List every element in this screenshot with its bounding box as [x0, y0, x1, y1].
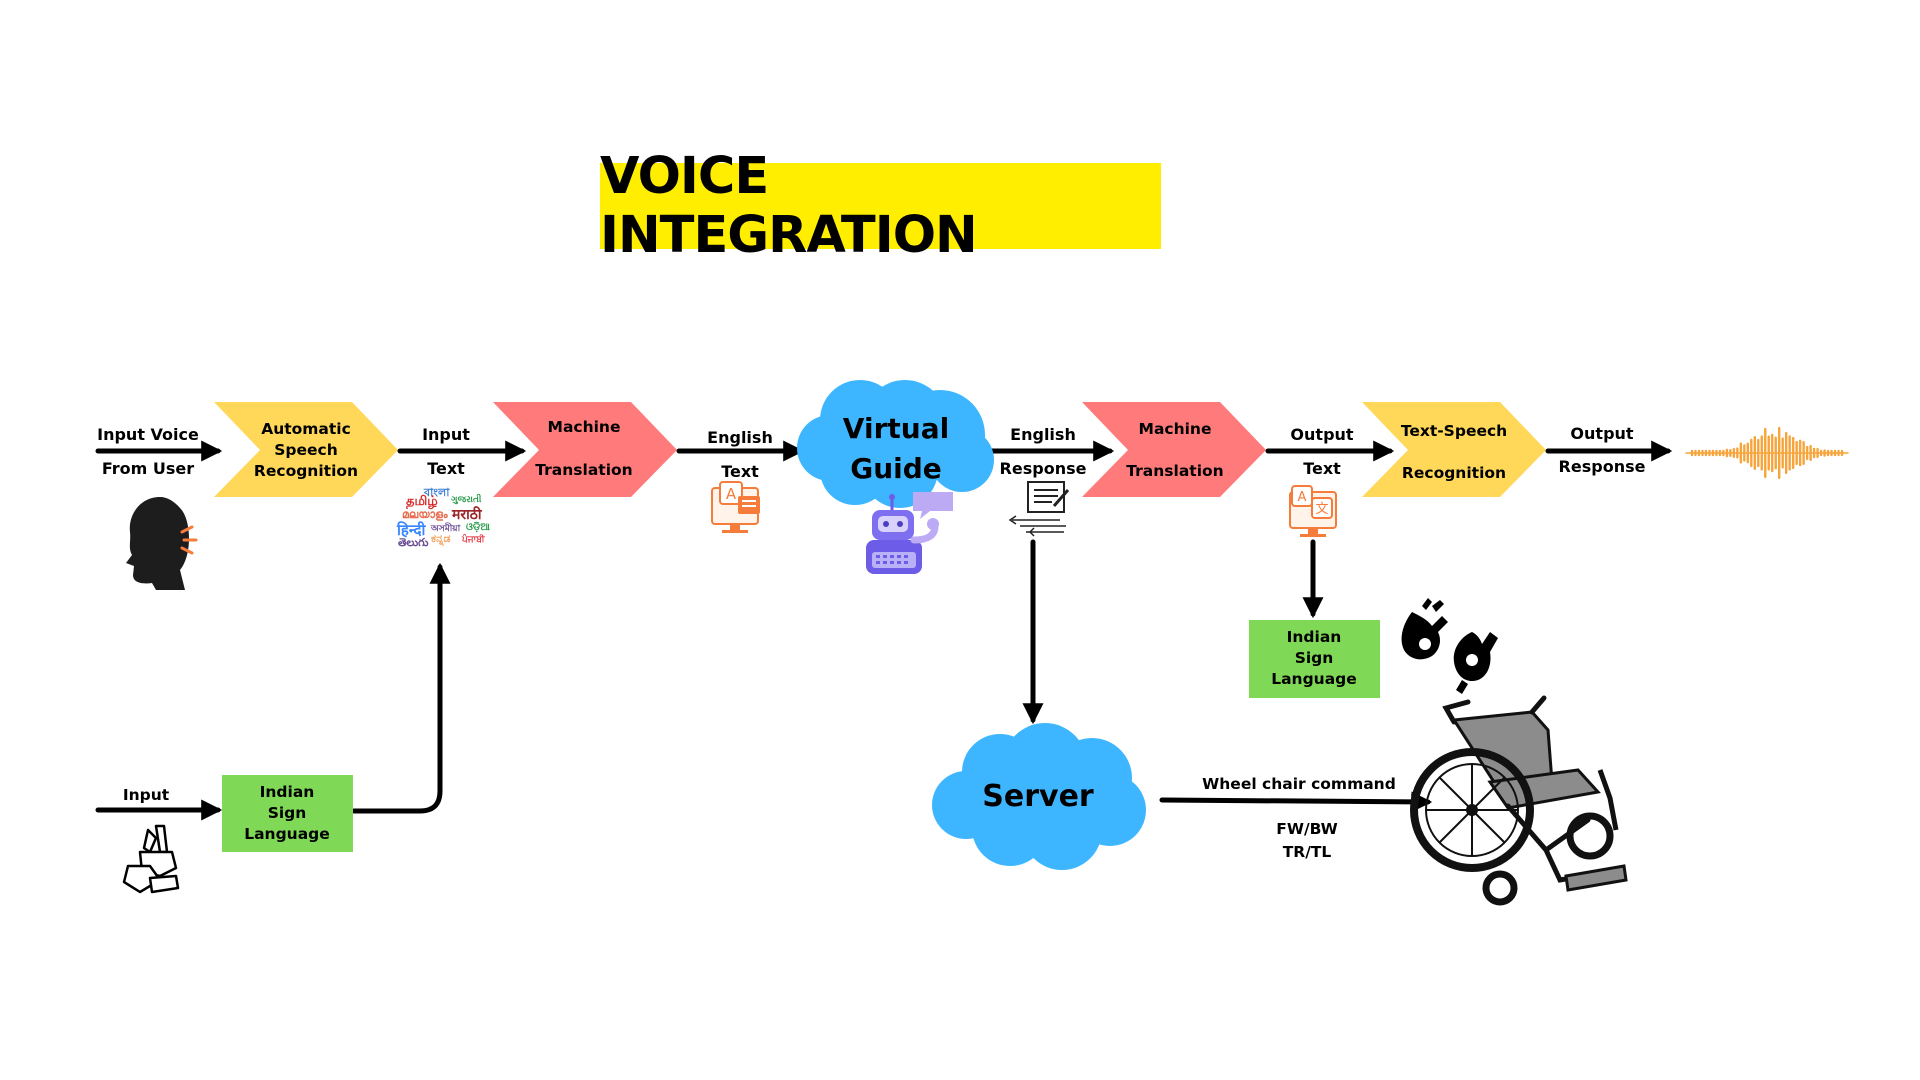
- sign-language-hand-icon: [122, 824, 180, 894]
- input-voice-label: Input Voice: [97, 425, 199, 444]
- isl-output-line-1: Indian: [1286, 628, 1342, 646]
- english-text-label: Text: [721, 462, 759, 481]
- script-kannada: ಕನ್ನಡ: [431, 532, 451, 545]
- tts-stage-chevron: [1362, 402, 1546, 497]
- tts-line-2: Recognition: [1401, 464, 1507, 482]
- english-label: English: [707, 428, 773, 447]
- output-text-line-1: Output: [1290, 425, 1354, 444]
- script-hindi: हिन्दी: [397, 521, 426, 539]
- svg-text:文: 文: [1315, 502, 1328, 517]
- script-punjabi: ਪੰਜਾਬੀ: [462, 535, 485, 545]
- mt2-line-2: Translation: [1126, 462, 1224, 480]
- asr-stage-chevron: [214, 402, 398, 497]
- script-malayalam: മലയാളം: [402, 508, 448, 521]
- isl-input-line-2: Sign: [267, 804, 307, 822]
- virtual-guide-cloud: [797, 380, 994, 508]
- mt-stage-1-chevron: [493, 402, 677, 497]
- svg-text:A: A: [726, 485, 737, 503]
- script-tamil: தமிழ்: [406, 494, 438, 509]
- mt-stage-2-chevron: [1082, 402, 1266, 497]
- isl-output-line-3: Language: [1271, 670, 1357, 688]
- robot-chat-icon: [866, 492, 953, 574]
- script-assamese: অসমীয়া: [431, 524, 461, 534]
- title-banner: [600, 163, 1161, 249]
- mt2-line-1: Machine: [1138, 420, 1212, 438]
- command-tr-tl: TR/TL: [1282, 843, 1332, 861]
- svg-text:A: A: [1298, 490, 1307, 505]
- translate-monitor-icon: A: [711, 481, 760, 533]
- isl-input-box: [222, 775, 353, 852]
- isl-output-box: [1249, 620, 1380, 698]
- from-user-label: From User: [101, 459, 195, 478]
- output-text-line-2: Text: [1303, 459, 1341, 478]
- text-label: Text: [427, 459, 465, 478]
- script-gujarati: ગુજરાતી: [451, 495, 482, 505]
- speaking-head-icon: [126, 497, 198, 590]
- command-fw-bw: FW/BW: [1276, 820, 1338, 838]
- script-bengali: বাংলা: [424, 486, 450, 499]
- english-response-line-1: English: [1010, 425, 1076, 444]
- script-odia: ଓଡ଼ିଆ: [466, 522, 490, 533]
- audio-waveform-icon: [1685, 426, 1849, 480]
- mt1-line-1: Machine: [547, 418, 621, 436]
- isl-output-label: Indian Sign Language: [1271, 627, 1357, 690]
- mt1-line-2: Translation: [535, 461, 633, 479]
- sign-language-hands-icon: [1401, 598, 1498, 694]
- virtual-guide-label: Virtual Guide: [843, 409, 949, 489]
- page-title: VOICE INTEGRATION: [600, 147, 978, 265]
- english-response-line-2: Response: [999, 459, 1087, 478]
- bottom-input-label: Input: [122, 786, 170, 804]
- isl-output-line-2: Sign: [1294, 649, 1334, 667]
- server-label: Server: [982, 779, 1094, 814]
- input-label: Input: [422, 425, 470, 444]
- asr-stage-label: Automatic Speech Recognition: [254, 419, 358, 482]
- wheelchair-icon: [1410, 695, 1628, 906]
- isl-input-line-3: Language: [244, 825, 330, 843]
- virtual-guide-line-1: Virtual: [842, 412, 950, 445]
- arrow-server-to-wheelchair: [1159, 791, 1433, 813]
- server-cloud: [932, 723, 1146, 870]
- output-response-line-1: Output: [1570, 424, 1634, 443]
- document-form-icon: [1008, 481, 1070, 537]
- asr-line-2: Speech: [274, 441, 338, 459]
- isl-input-label: Indian Sign Language: [244, 782, 330, 845]
- wheelchair-command-label: Wheel chair command: [1202, 775, 1396, 793]
- arrow-isl-to-input-text: [351, 562, 451, 814]
- translate-monitor-icon-2: A 文: [1289, 485, 1337, 537]
- flow-arrows: [95, 440, 1673, 821]
- virtual-guide-line-2: Guide: [850, 452, 942, 485]
- script-marathi: मराठी: [452, 507, 482, 523]
- tts-line-1: Text-Speech: [1400, 422, 1508, 440]
- script-telugu: తెలుగు: [398, 536, 429, 549]
- asr-line-1: Automatic: [261, 420, 351, 438]
- output-response-line-2: Response: [1558, 457, 1646, 476]
- isl-input-line-1: Indian: [259, 783, 315, 801]
- asr-line-3: Recognition: [253, 462, 359, 480]
